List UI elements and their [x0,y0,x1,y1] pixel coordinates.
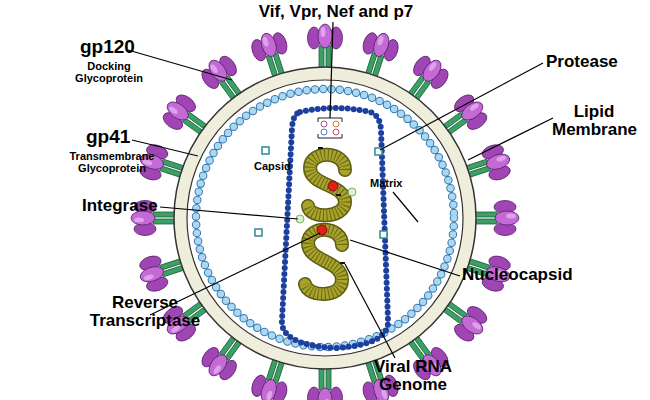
part-label: Protease [546,53,618,71]
accessory-proteins [318,118,342,138]
protease-squares [255,147,387,238]
part-label: Matrix [370,178,402,190]
membrane-inner [187,80,463,356]
lipid-membrane [174,67,476,369]
part-sublabel: Docking Glycoprotein [70,61,148,84]
part-label: Capsid [254,161,291,173]
part-label: gp120 [80,37,135,57]
rna-genome [305,155,345,294]
matrix-ring [196,89,454,347]
matrix-ring-outline [196,89,454,347]
part-label: gp41 [86,127,130,147]
glycoprotein-spikes [131,24,519,400]
part-label: Integrase [82,197,158,215]
part-label: Viral RNA Genome [365,358,461,394]
part-label: Nucleocapsid [462,266,573,284]
enzymes [296,147,356,264]
part-label: Reverse Transcriptase [86,294,204,330]
protein-label: Vif, Vpr, Nef and p7 [236,3,436,21]
part-sublabel: Transmembrane Glycoprotein [64,151,160,174]
capsid-cone [282,108,388,348]
leader-lines [128,22,553,358]
part-label: Lipid Membrane [552,103,636,139]
